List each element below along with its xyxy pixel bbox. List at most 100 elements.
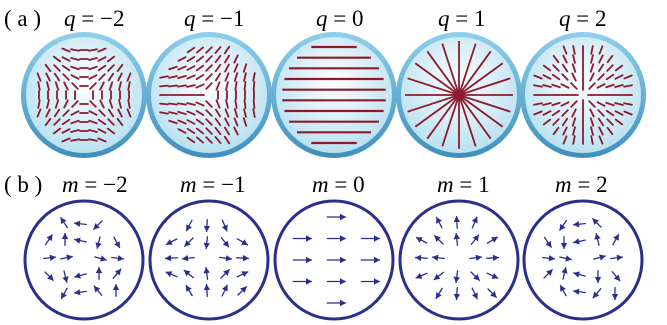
field-arrow — [435, 287, 444, 300]
director-dash — [561, 109, 569, 117]
panel-b-label-4: m = 1 — [437, 172, 490, 197]
director-dash — [106, 127, 116, 135]
field-arrow — [431, 254, 445, 261]
panel-a-label-1: q = −2 — [64, 6, 124, 31]
director-dash — [551, 73, 561, 81]
field-arrow — [236, 254, 250, 262]
director-dash — [108, 81, 114, 91]
director-dash — [614, 110, 624, 116]
director-dash — [70, 48, 80, 52]
director-dash — [243, 108, 247, 118]
director-dash — [533, 74, 543, 80]
field-arrow — [469, 254, 483, 261]
director-dash — [99, 81, 105, 91]
field-arrow — [486, 236, 499, 245]
director-dash — [97, 56, 107, 62]
director-dash — [177, 65, 187, 71]
director-dash — [159, 102, 169, 106]
field-arrow — [73, 220, 87, 227]
director-dash — [562, 45, 568, 55]
director-dash — [62, 109, 70, 117]
field-arrow — [326, 235, 346, 242]
director-dash — [214, 136, 222, 144]
director-dash — [97, 137, 107, 143]
director-dash — [225, 99, 229, 109]
director-dash — [88, 129, 98, 133]
director-dash — [572, 54, 576, 64]
svg-text:q = 0: q = 0 — [316, 6, 363, 31]
field-arrow — [74, 272, 87, 279]
director-dash — [45, 72, 51, 82]
director-dash — [533, 84, 543, 88]
field-arrow — [44, 234, 54, 246]
director-dash — [598, 126, 604, 136]
field-arrow — [203, 236, 210, 250]
director-dash — [37, 81, 41, 91]
director-dash — [551, 109, 561, 117]
director-dash — [186, 55, 196, 63]
director-dash — [61, 64, 71, 72]
director-dash — [177, 56, 187, 62]
director-dash — [606, 126, 614, 136]
director-dash — [53, 72, 61, 82]
director-dash — [63, 81, 69, 91]
director-dash — [589, 72, 595, 82]
disk-boundary — [522, 199, 644, 321]
director-dash — [70, 65, 80, 71]
director-dash — [195, 55, 205, 63]
director-dash — [598, 45, 604, 55]
director-dash — [70, 138, 80, 142]
field-arrow — [435, 216, 443, 229]
field-arrow — [220, 236, 230, 248]
field-arrow — [60, 254, 73, 261]
director-dash — [215, 81, 221, 91]
director-dash — [590, 135, 594, 145]
director-dash — [205, 100, 213, 108]
director-dash — [97, 64, 107, 72]
director-dash — [623, 84, 633, 88]
director-dash — [214, 46, 222, 54]
director-dash — [195, 118, 205, 126]
director-dash — [224, 72, 230, 82]
director-dash — [572, 135, 576, 145]
director-dash — [225, 81, 229, 91]
field-arrow — [236, 271, 249, 278]
field-arrow — [433, 271, 445, 281]
director-dash — [589, 63, 595, 73]
director-dash — [597, 73, 605, 81]
director-disk — [520, 32, 646, 158]
director-dash — [97, 47, 107, 53]
director-dash — [63, 99, 69, 109]
vector-disk — [522, 199, 644, 321]
director-dash — [71, 82, 79, 90]
director-dash — [214, 63, 222, 73]
director-dash — [88, 48, 98, 52]
director-dash — [53, 108, 61, 118]
director-dash — [605, 109, 615, 117]
director-dash — [224, 117, 230, 127]
field-arrow — [559, 284, 567, 297]
director-dash — [243, 72, 247, 82]
director-dash — [195, 73, 205, 81]
field-arrow — [326, 278, 346, 285]
director-dash — [596, 83, 606, 89]
director-dash — [614, 118, 624, 126]
svg-text:m = 1: m = 1 — [437, 172, 490, 197]
director-dash — [623, 74, 633, 80]
director-dash — [234, 81, 238, 91]
director-dash — [177, 74, 187, 80]
director-dash — [117, 72, 123, 82]
field-arrow — [611, 270, 621, 282]
director-dash — [168, 84, 178, 88]
director-dash — [571, 117, 577, 127]
panel-b-label-5: m = 2 — [555, 172, 608, 197]
field-arrow — [360, 256, 380, 264]
director-dash — [606, 118, 614, 126]
director-dash — [242, 63, 248, 73]
director-dash — [177, 102, 187, 106]
director-dash — [214, 117, 222, 127]
director-dash — [533, 110, 543, 116]
field-arrow — [453, 232, 460, 246]
field-arrow — [292, 256, 312, 264]
director-dash — [588, 82, 596, 90]
